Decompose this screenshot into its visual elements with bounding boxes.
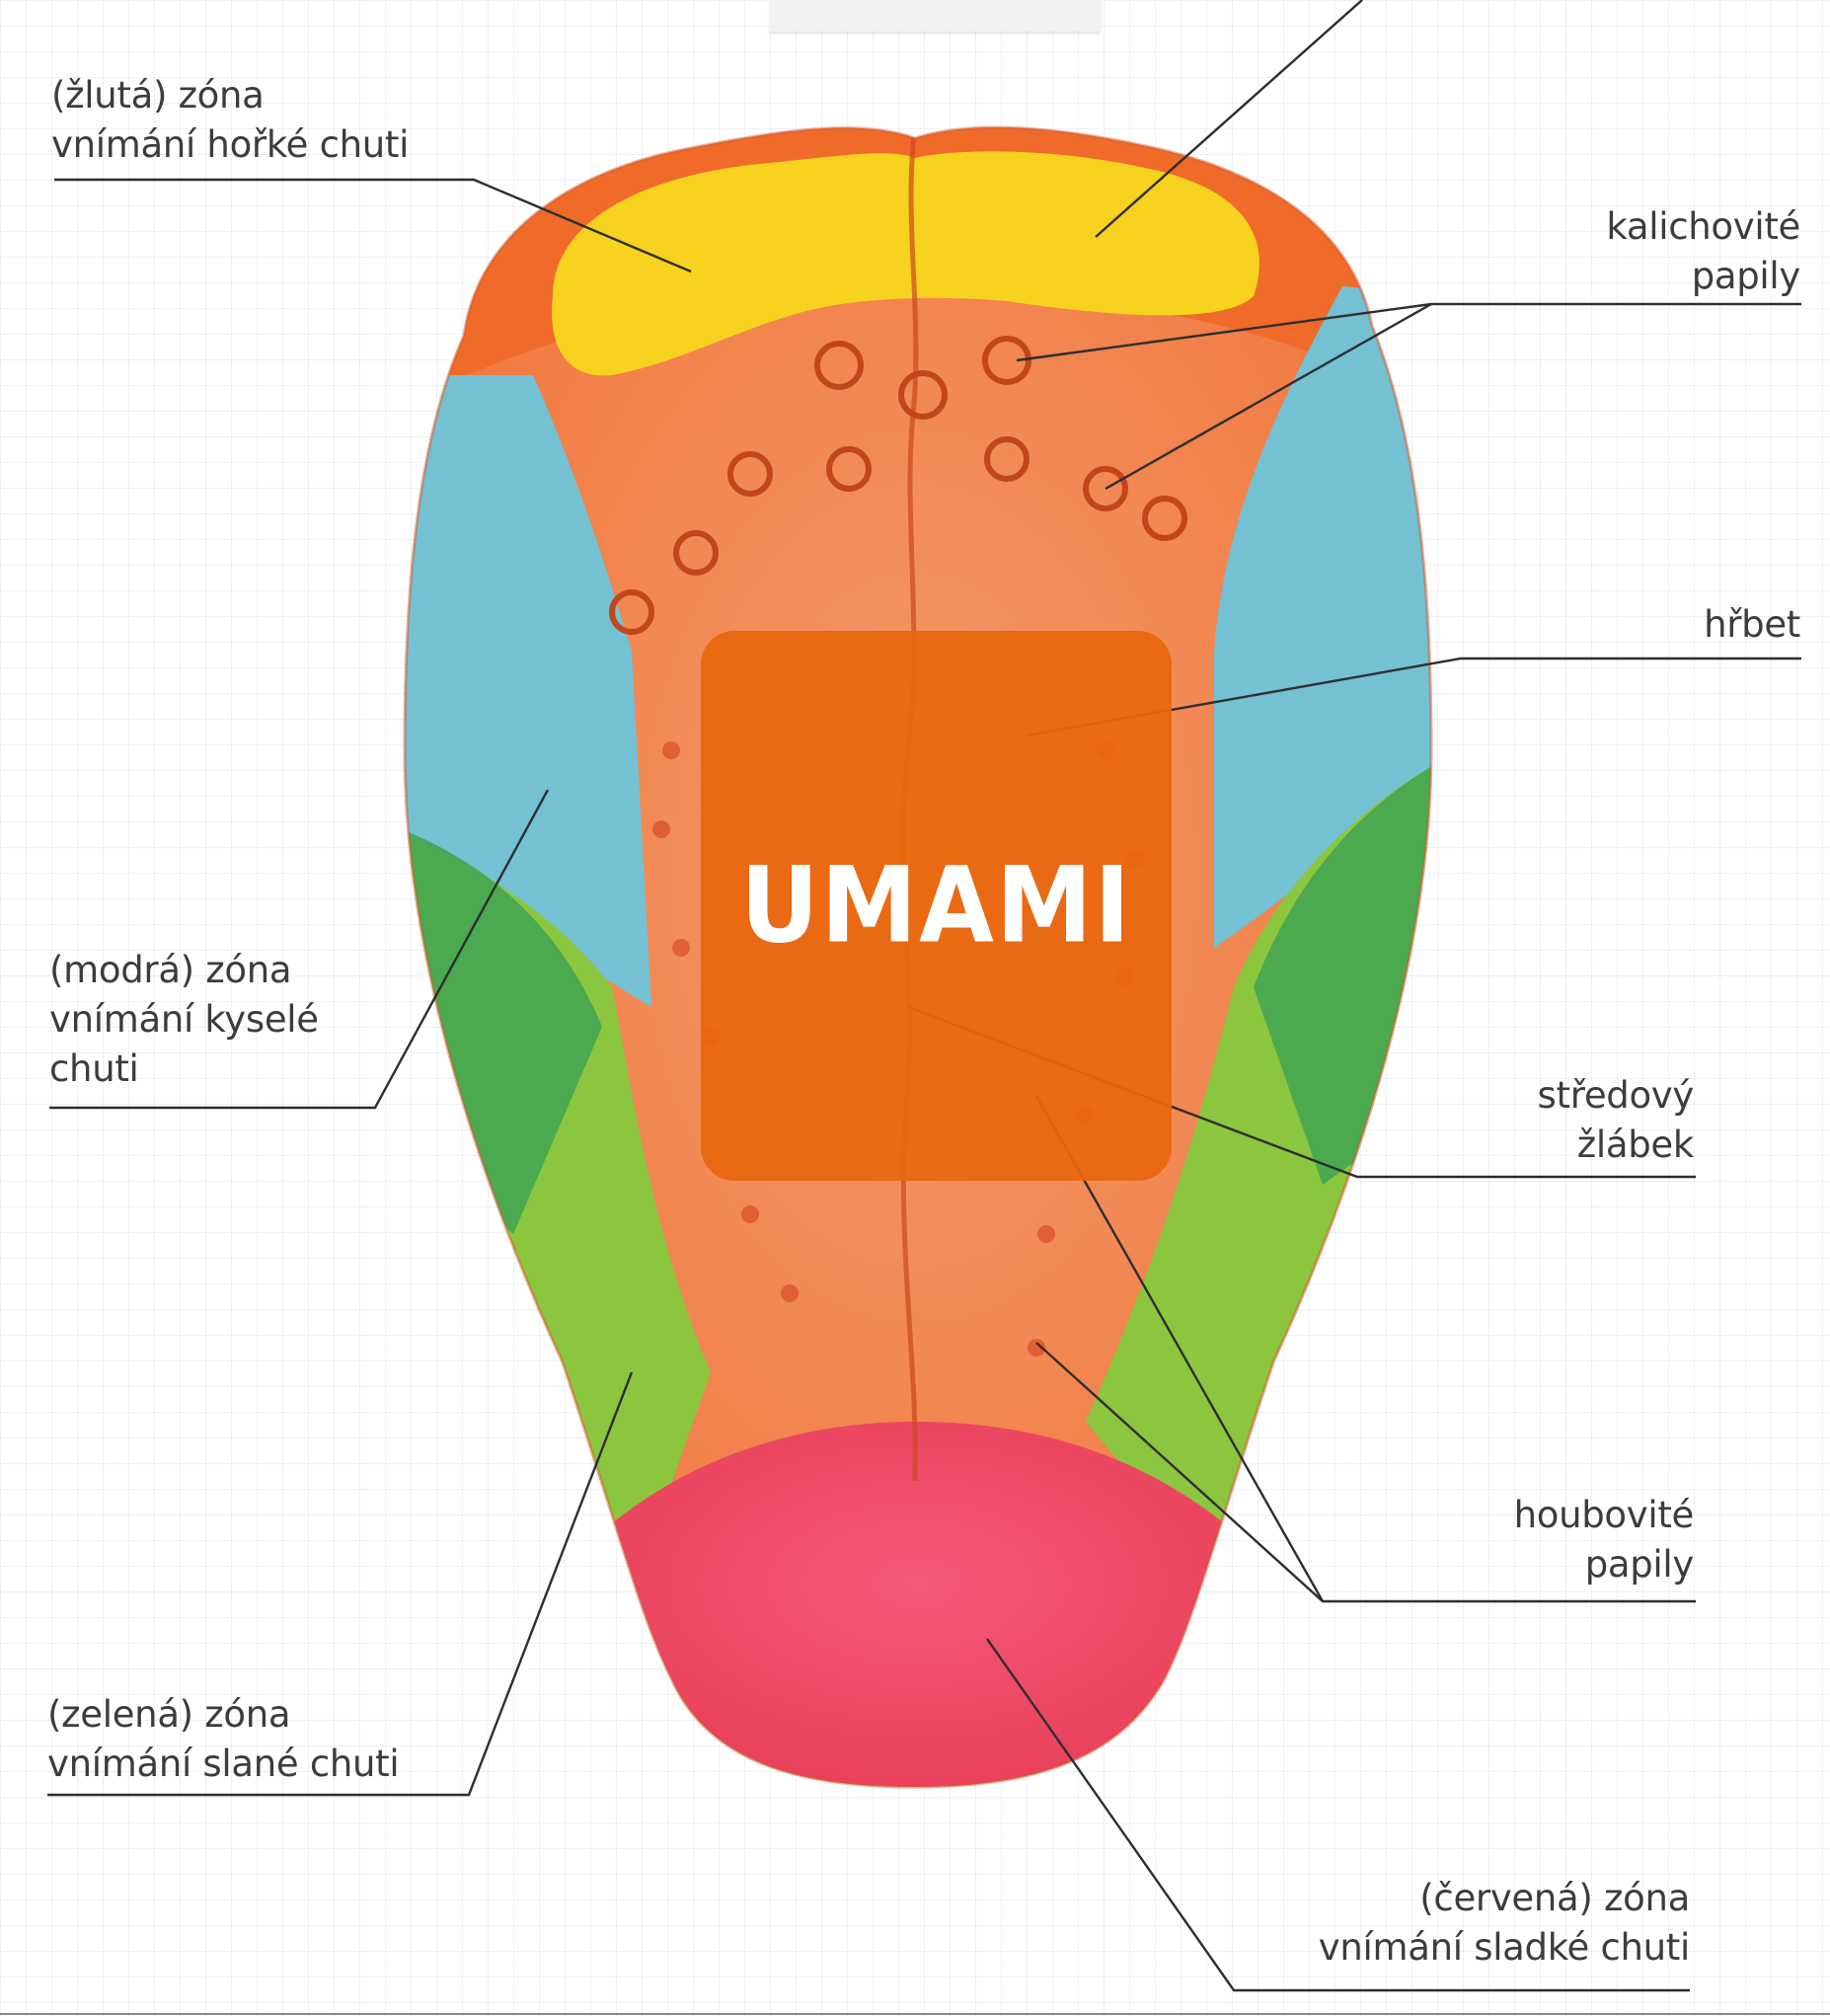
label-bitter-zone: (žlutá) zóna vnímání hořké chuti — [51, 71, 409, 170]
label-dorsum: hřbet — [1704, 600, 1800, 650]
umami-label: UMAMI — [740, 845, 1132, 967]
label-sour-zone: (modrá) zóna vnímání kyselé chuti — [49, 946, 319, 1094]
umami-overlay-box: UMAMI — [701, 631, 1172, 1181]
label-sweet-zone: (červená) zóna vnímání sladké chuti — [1319, 1874, 1690, 1973]
label-fungiform-papillae: houbovité papily — [1514, 1491, 1694, 1590]
label-salty-zone: (zelená) zóna vnímání slané chuti — [47, 1690, 399, 1789]
label-circumvallate-papillae: kalichovité papily — [1606, 202, 1800, 301]
label-median-sulcus: středový žlábek — [1538, 1071, 1694, 1170]
